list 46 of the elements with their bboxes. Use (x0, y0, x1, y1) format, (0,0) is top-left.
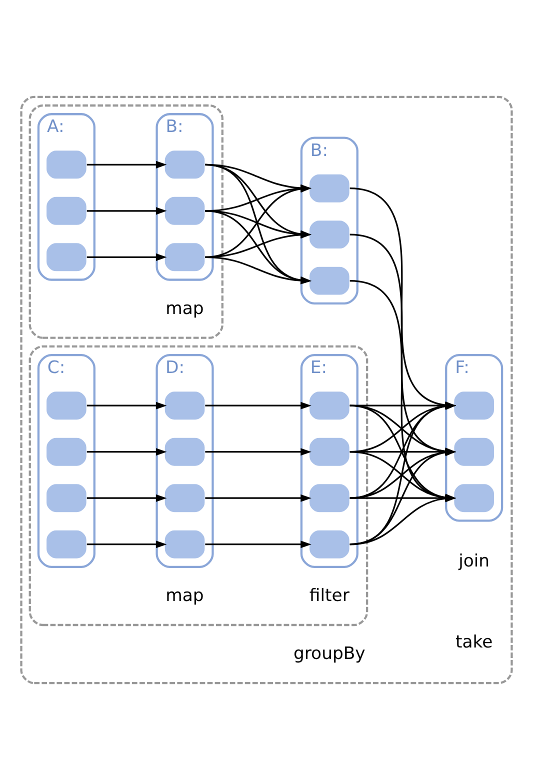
arrow (86, 207, 167, 215)
node-box (164, 243, 205, 272)
node-box (164, 196, 205, 225)
label: groupBy (293, 644, 366, 664)
arrow (205, 402, 312, 410)
label: map (166, 586, 204, 606)
arrow (86, 540, 167, 548)
arrow (86, 494, 167, 502)
node-box (310, 392, 350, 420)
arrow (205, 448, 312, 456)
node-box (310, 174, 350, 202)
node-box (46, 150, 86, 179)
node-box (46, 392, 86, 420)
node-box (310, 220, 350, 249)
label: filter (309, 586, 350, 606)
cluster: A: (37, 113, 96, 281)
node-box (46, 530, 86, 558)
cluster (28, 345, 368, 626)
node-box (454, 438, 494, 466)
node-box (46, 196, 86, 225)
node-box (310, 266, 350, 295)
label: take (455, 632, 493, 652)
node-box (46, 484, 86, 512)
arrow (86, 402, 167, 410)
label: join (458, 552, 490, 572)
arrow (86, 448, 167, 456)
node-box (46, 438, 86, 466)
node-box (164, 150, 205, 179)
node-box (164, 392, 205, 420)
arrow (205, 540, 312, 548)
arrow (86, 160, 167, 168)
cluster (20, 96, 513, 684)
cluster: C: (37, 354, 96, 568)
node-box (164, 438, 205, 466)
node-box (164, 484, 205, 512)
node-box (310, 484, 350, 512)
label: map (166, 298, 204, 319)
arrow (86, 253, 167, 261)
node-box (310, 530, 350, 558)
arrow (205, 494, 312, 502)
cluster (28, 104, 224, 339)
node-box (454, 392, 494, 420)
node-box (310, 438, 350, 466)
node-box (454, 484, 494, 512)
node-box (164, 530, 205, 558)
node-box (46, 243, 86, 272)
